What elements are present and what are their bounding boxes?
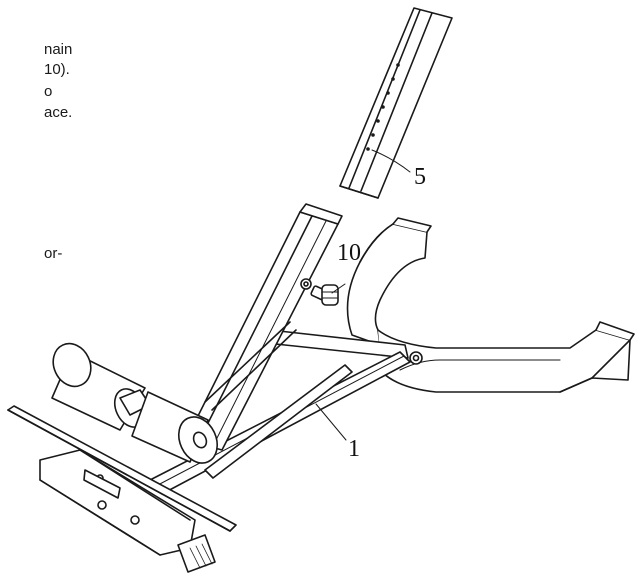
- knob-part-10: [300, 278, 339, 306]
- part-1-label: 1: [348, 436, 360, 462]
- instruction-fragment-2: 10).: [44, 61, 70, 78]
- instruction-fragment-1: nain: [44, 41, 73, 58]
- base-rail-and-feet: [7, 405, 237, 573]
- instruction-fragment-5: or-: [44, 245, 63, 262]
- instruction-fragment-3: o: [44, 83, 53, 100]
- instruction-fragment-4: ace.: [44, 104, 73, 121]
- front-curved-frame: [346, 217, 635, 393]
- upright-tube-part-5: [339, 7, 453, 199]
- main-frame-part-1: [185, 203, 343, 451]
- part-10-label: 10: [337, 240, 361, 266]
- foam-rollers: [51, 342, 219, 464]
- leader-lines: [315, 283, 347, 441]
- adjustment-holes: [366, 63, 400, 151]
- part-5-label: 5: [414, 164, 426, 190]
- base-cross-tubes: [149, 329, 411, 495]
